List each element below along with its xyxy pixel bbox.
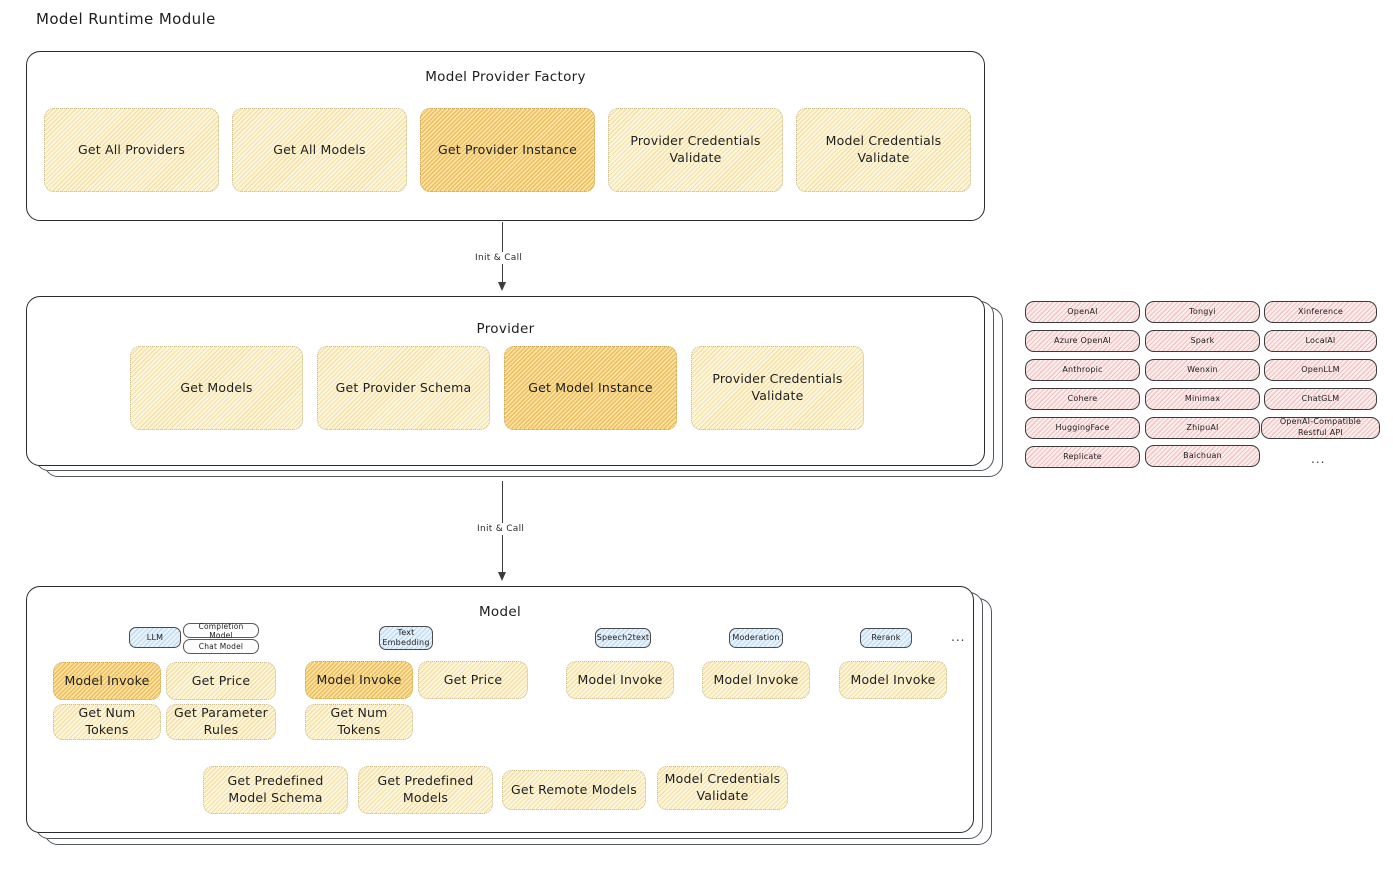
model-op-moderation-model-invoke[interactable]: Model Invoke — [702, 661, 810, 699]
model-op-speech2text-model-invoke[interactable]: Model Invoke — [566, 661, 674, 699]
arrow-provider-to-model-head — [498, 572, 506, 581]
provider-chip-chatglm[interactable]: ChatGLM — [1264, 388, 1377, 410]
factory-box-get-provider-instance[interactable]: Get Provider Instance — [420, 108, 595, 192]
provider-chip-azure-openai[interactable]: Azure OpenAI — [1025, 330, 1140, 352]
model-subtype-badge-completion-model[interactable]: Completion Model — [183, 622, 259, 640]
model-types-more-ellipsis: ... — [951, 630, 966, 644]
provider-box-provider-credentials-validate[interactable]: Provider Credentials Validate — [691, 346, 864, 430]
provider-box-get-provider-schema[interactable]: Get Provider Schema — [317, 346, 490, 430]
provider-chip-anthropic[interactable]: Anthropic — [1025, 359, 1140, 381]
provider-chip-spark[interactable]: Spark — [1145, 330, 1260, 352]
model-common-op-get-remote-models[interactable]: Get Remote Models — [502, 770, 646, 810]
model-panel-title: Model — [478, 604, 522, 620]
model-common-op-get-predefined-model-schema[interactable]: Get Predefined Model Schema — [203, 766, 348, 814]
factory-box-model-credentials-validate[interactable]: Model Credentials Validate — [796, 108, 971, 192]
model-op-llm-get-price[interactable]: Get Price — [166, 662, 276, 700]
model-op-llm-model-invoke[interactable]: Model Invoke — [53, 662, 161, 700]
provider-chip-xinference[interactable]: Xinference — [1264, 301, 1377, 323]
model-common-op-get-predefined-models[interactable]: Get Predefined Models — [358, 766, 493, 814]
provider-chip-zhipuai[interactable]: ZhipuAI — [1145, 417, 1260, 439]
model-op-text-embedding-get-price[interactable]: Get Price — [418, 661, 528, 699]
model-provider-factory-title: Model Provider Factory — [425, 69, 586, 85]
model-op-text-embedding-get-num-tokens[interactable]: Get Num Tokens — [305, 704, 413, 740]
provider-chip-tongyi[interactable]: Tongyi — [1145, 301, 1260, 323]
provider-box-get-model-instance[interactable]: Get Model Instance — [504, 346, 677, 430]
model-type-badge-rerank[interactable]: Rerank — [860, 628, 912, 648]
provider-panel-title: Provider — [476, 321, 535, 337]
model-type-badge-moderation[interactable]: Moderation — [729, 628, 783, 648]
provider-chip-openai-compatible-restful-api[interactable]: OpenAI-Compatible Restful API — [1261, 417, 1380, 439]
provider-chip-cohere[interactable]: Cohere — [1025, 388, 1140, 410]
provider-chip-baichuan[interactable]: Baichuan — [1145, 445, 1260, 467]
model-subtype-badge-chat-model[interactable]: Chat Model — [183, 639, 259, 654]
arrow-provider-to-model-label: Init & Call — [474, 523, 528, 535]
provider-list-more-ellipsis: ... — [1311, 452, 1326, 466]
provider-chip-wenxin[interactable]: Wenxin — [1145, 359, 1260, 381]
model-common-op-model-credentials-validate[interactable]: Model Credentials Validate — [657, 766, 788, 810]
factory-box-get-all-models[interactable]: Get All Models — [232, 108, 407, 192]
provider-chip-openai[interactable]: OpenAI — [1025, 301, 1140, 323]
provider-chip-replicate[interactable]: Replicate — [1025, 446, 1140, 468]
provider-chip-openllm[interactable]: OpenLLM — [1264, 359, 1377, 381]
page-title: Model Runtime Module — [36, 10, 216, 28]
model-type-badge-text-embedding[interactable]: Text Embedding — [379, 626, 433, 650]
model-op-rerank-model-invoke[interactable]: Model Invoke — [839, 661, 947, 699]
model-type-badge-llm[interactable]: LLM — [129, 627, 181, 648]
provider-chip-localai[interactable]: LocalAI — [1264, 330, 1377, 352]
provider-box-get-models[interactable]: Get Models — [130, 346, 303, 430]
factory-box-get-all-providers[interactable]: Get All Providers — [44, 108, 219, 192]
factory-box-provider-credentials-validate[interactable]: Provider Credentials Validate — [608, 108, 783, 192]
arrow-factory-to-provider-label: Init & Call — [472, 252, 526, 264]
model-op-llm-get-num-tokens[interactable]: Get Num Tokens — [53, 704, 161, 740]
model-op-text-embedding-model-invoke[interactable]: Model Invoke — [305, 661, 413, 699]
provider-chip-minimax[interactable]: Minimax — [1145, 388, 1260, 410]
model-op-llm-get-parameter-rules[interactable]: Get Parameter Rules — [166, 704, 276, 740]
model-type-badge-speech2text[interactable]: Speech2text — [595, 628, 651, 648]
arrow-factory-to-provider-head — [498, 282, 506, 291]
provider-chip-huggingface[interactable]: HuggingFace — [1025, 417, 1140, 439]
